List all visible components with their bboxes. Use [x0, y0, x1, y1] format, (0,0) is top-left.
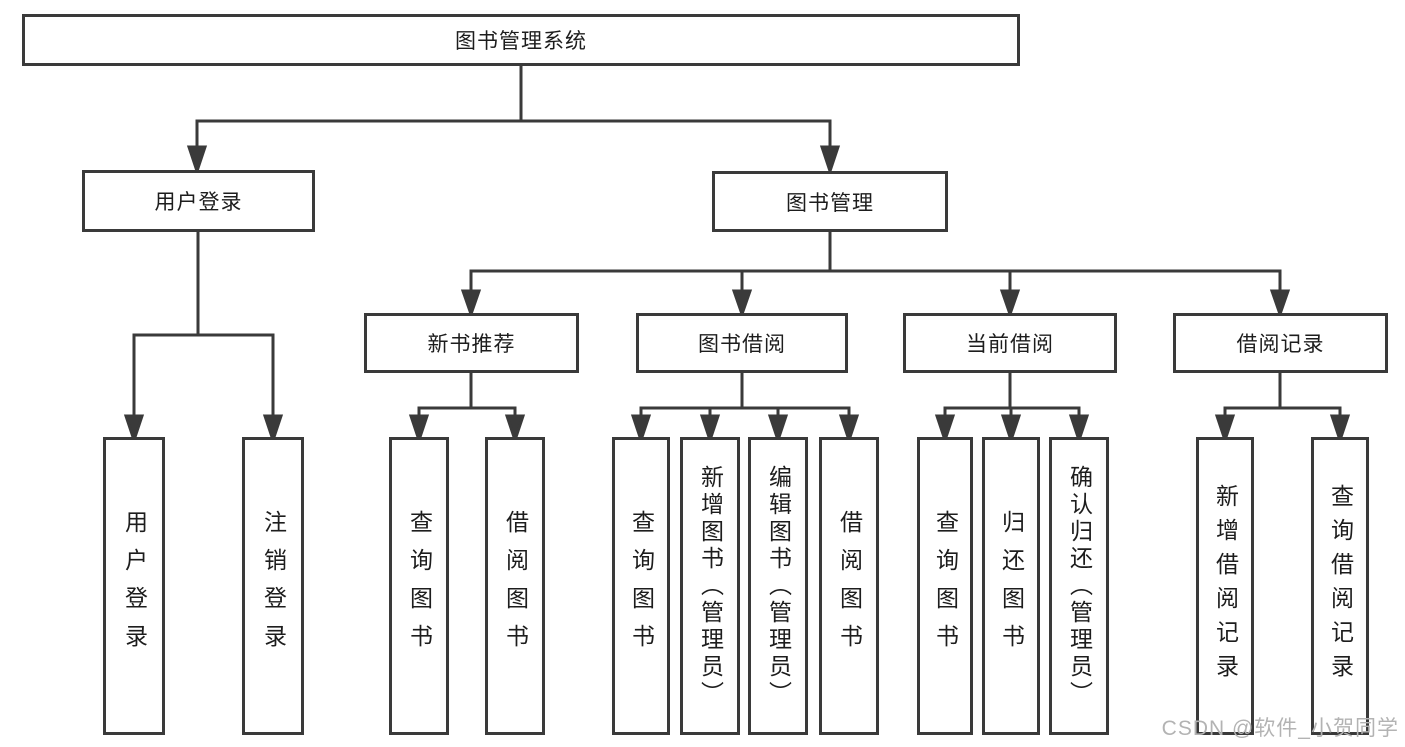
leaf-user-login-label: 用户登录 [121, 510, 148, 662]
node-library-system-label: 图书管理系统 [455, 30, 587, 53]
connector-user-login-to-leaves [123, 230, 284, 445]
leaf-borrow-edit-books-admin: 编辑图书（管理员） [748, 437, 808, 735]
leaf-borrow-edit-books-admin-label: 编辑图书（管理员） [765, 464, 792, 708]
node-borrow-records-label: 借阅记录 [1236, 333, 1325, 356]
leaf-borrow-add-books-admin-label: 新增图书（管理员） [697, 464, 724, 708]
leaf-borrow-borrow-books-label: 借阅图书 [836, 510, 863, 662]
node-user-login: 用户登录 [82, 170, 315, 232]
leaf-current-confirm-return-admin-label: 确认归还（管理员） [1066, 464, 1093, 708]
leaf-logout: 注销登录 [242, 437, 304, 735]
leaf-current-return-books-label: 归还图书 [998, 510, 1025, 662]
leaf-current-confirm-return-admin: 确认归还（管理员） [1049, 437, 1109, 735]
node-book-borrow: 图书借阅 [636, 313, 848, 373]
leaf-current-query-books: 查询图书 [917, 437, 973, 735]
leaf-newbook-borrow-books: 借阅图书 [485, 437, 545, 735]
connector-book-management-to-level3 [460, 230, 1291, 319]
connector-new-book-to-leaves [408, 371, 526, 445]
leaf-borrow-add-books-admin: 新增图书（管理员） [680, 437, 740, 735]
node-current-borrow-label: 当前借阅 [966, 333, 1054, 356]
connector-current-borrow-to-leaves [934, 371, 1090, 445]
node-library-system: 图书管理系统 [22, 14, 1020, 66]
leaf-records-query-record: 查询借阅记录 [1311, 437, 1369, 735]
leaf-records-add-record-label: 新增借阅记录 [1212, 484, 1239, 688]
connector-borrow-records-to-leaves [1214, 371, 1351, 445]
node-borrow-records: 借阅记录 [1173, 313, 1388, 373]
connector-root-to-level2 [186, 66, 841, 176]
leaf-newbook-borrow-books-label: 借阅图书 [502, 510, 529, 662]
node-current-borrow: 当前借阅 [903, 313, 1117, 373]
leaf-newbook-query-books: 查询图书 [389, 437, 449, 735]
node-book-borrow-label: 图书借阅 [698, 333, 786, 356]
node-book-management: 图书管理 [712, 171, 948, 232]
leaf-records-query-record-label: 查询借阅记录 [1327, 484, 1354, 688]
node-user-login-label: 用户登录 [154, 191, 243, 214]
csdn-watermark: CSDN @软件_小贺同学 [1161, 717, 1399, 740]
leaf-borrow-query-books: 查询图书 [612, 437, 670, 735]
connector-book-borrow-to-leaves [630, 371, 860, 445]
node-new-book-recommend: 新书推荐 [364, 313, 579, 373]
leaf-borrow-query-books-label: 查询图书 [628, 510, 655, 662]
node-book-management-label: 图书管理 [786, 191, 874, 215]
node-new-book-recommend-label: 新书推荐 [427, 333, 516, 356]
leaf-user-login: 用户登录 [103, 437, 165, 735]
leaf-current-query-books-label: 查询图书 [932, 510, 959, 662]
leaf-current-return-books: 归还图书 [982, 437, 1040, 735]
leaf-logout-label: 注销登录 [260, 510, 287, 662]
leaf-records-add-record: 新增借阅记录 [1196, 437, 1254, 735]
leaf-borrow-borrow-books: 借阅图书 [819, 437, 879, 735]
leaf-newbook-query-books-label: 查询图书 [406, 510, 433, 662]
